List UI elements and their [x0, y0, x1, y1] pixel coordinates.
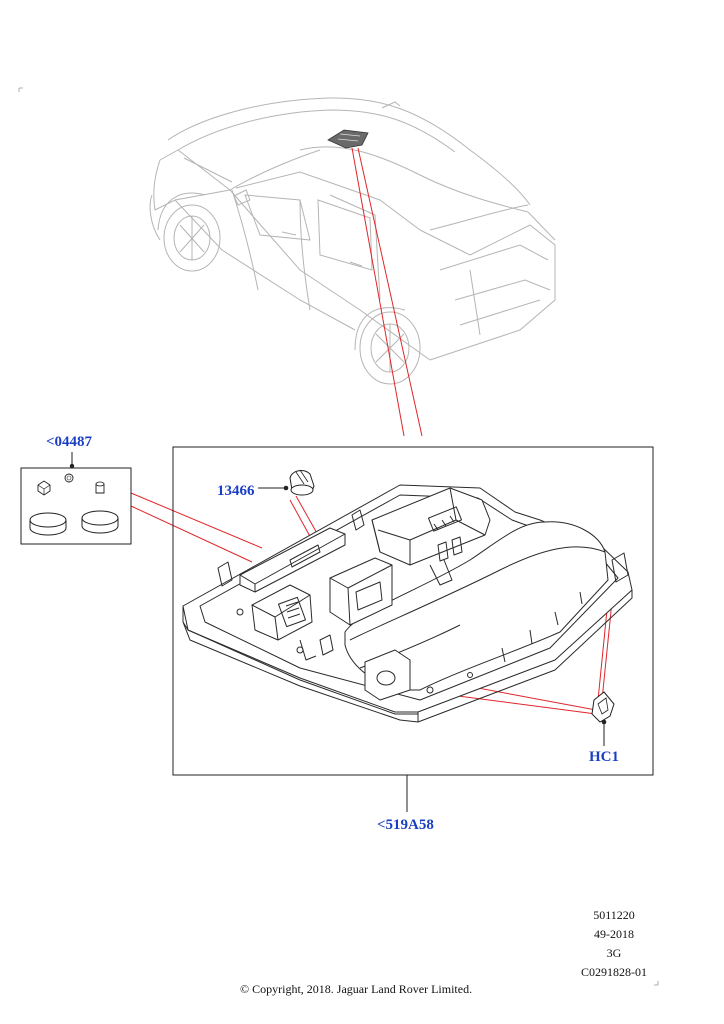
roof-console-location [327, 129, 369, 149]
reference-line-3: 3G [606, 946, 622, 960]
clip-part [591, 691, 615, 746]
callout-kit[interactable]: <04487 [46, 434, 93, 450]
bulb-part [258, 469, 315, 496]
reference-block: 5011220 49-2018 3G C0291828-01 [572, 908, 656, 980]
corner-mark-top-left [18, 87, 23, 92]
corner-mark-bottom-right [654, 981, 659, 986]
reference-line-2: 49-2018 [594, 927, 634, 941]
callout-bulb[interactable]: 13466 [217, 483, 255, 499]
vehicle-illustration [149, 97, 556, 385]
kit-box [20, 452, 132, 545]
callout-clip[interactable]: HC1 [589, 749, 619, 765]
reference-line-1: 5011220 [593, 908, 635, 922]
copyright-notice: © Copyright, 2018. Jaguar Land Rover Lim… [240, 982, 473, 996]
callout-console[interactable]: <519A58 [377, 817, 434, 833]
roof-console-drawing [182, 484, 633, 723]
reference-line-4: C0291828-01 [581, 965, 647, 979]
console-box [172, 446, 654, 812]
